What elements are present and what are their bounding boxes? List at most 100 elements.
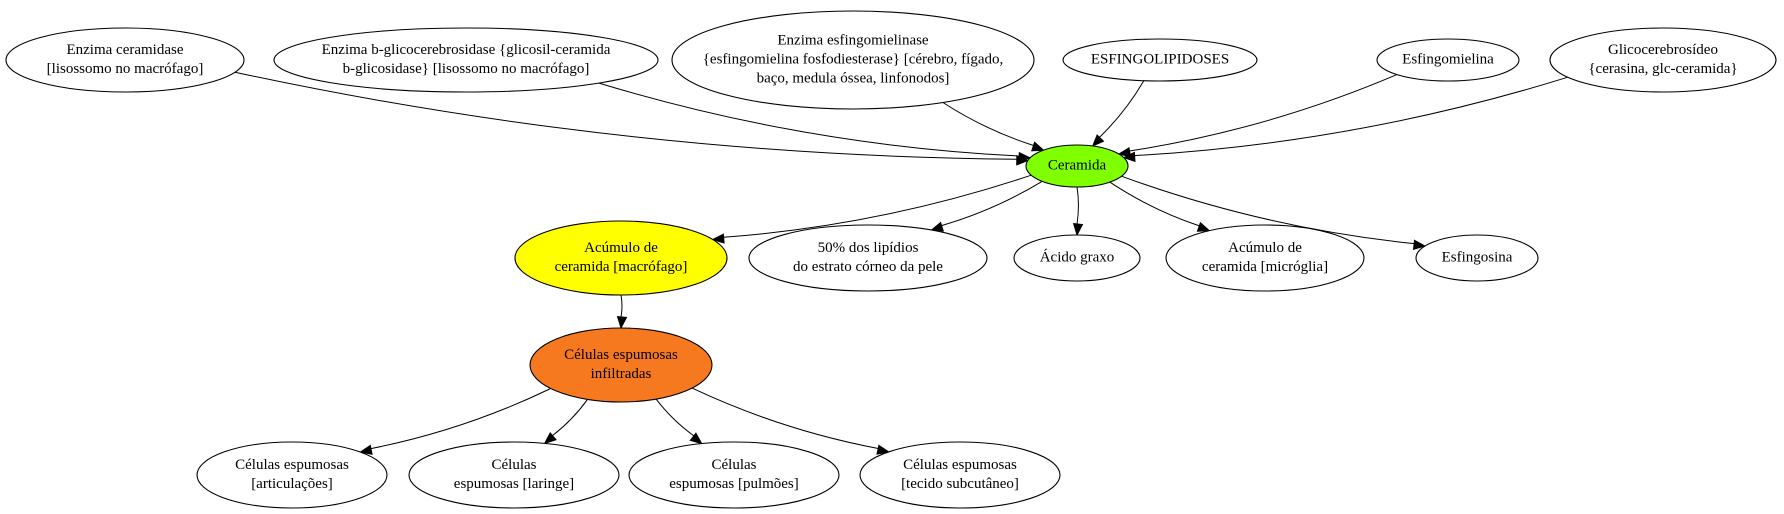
edge-arrowhead <box>711 233 725 244</box>
node-label-line: baço, medula óssea, linfonodos] <box>757 70 950 86</box>
node-label-line: Esfingomielina <box>1402 51 1494 67</box>
node-label-line: Células espumosas <box>564 347 678 363</box>
edge-arrowhead <box>616 316 628 330</box>
node-enzima-esfingomielinase: Enzima esfingomielinase {esfingomielina f… <box>671 10 1035 110</box>
edge-line <box>1076 186 1079 225</box>
node-label-line: Células <box>492 457 537 473</box>
node-label-line: [articulações] <box>251 476 333 492</box>
edges-layer <box>234 71 1568 455</box>
edge-esfingomielina-to-ceramida <box>1117 74 1398 158</box>
edge-arrowhead <box>1117 146 1132 158</box>
edge-line <box>370 388 551 450</box>
node-label-line: Glicocerebrosídeo <box>1608 42 1718 58</box>
node-ellipse <box>1062 38 1258 82</box>
edge-esfingolipidoses-to-ceramida <box>1091 80 1145 147</box>
edge-celulas_infiltradas-to-celulas_pulmoes <box>655 398 703 445</box>
edge-line <box>234 71 1017 160</box>
node-glicocerebrosideo: Glicocerebrosídeo {cerasina, glc-ceramida… <box>1549 27 1777 93</box>
node-ellipse <box>408 441 620 509</box>
node-ellipse <box>1549 27 1777 93</box>
node-acumulo-microglia: Acúmulo de ceramida [micróglia] <box>1165 224 1365 292</box>
node-label-line: Enzima b-glicocerebrosidase {glicosil-ce… <box>322 42 611 58</box>
node-label-line: ceramida [micróglia] <box>1202 259 1328 275</box>
node-label-line: Ceramida <box>1048 157 1107 173</box>
node-label-line: espumosas [laringe] <box>454 476 574 492</box>
node-label-line: ceramida [macrófago] <box>555 259 688 275</box>
node-label-line: ESFINGOLIPIDOSES <box>1091 51 1229 67</box>
edge-arrowhead <box>1196 221 1211 232</box>
node-esfingolipidoses: ESFINGOLIPIDOSES <box>1062 38 1258 82</box>
node-ellipse <box>5 27 245 93</box>
edge-line <box>598 82 1020 157</box>
node-label-line: Acúmulo de <box>1228 240 1302 256</box>
node-ellipse <box>1165 224 1365 292</box>
node-enzima-b-glico: Enzima b-glicocerebrosidase {glicosil-ce… <box>273 27 659 93</box>
edge-ceramida-to-acumulo_macrofago <box>711 174 1032 244</box>
nodes-layer: Enzima ceramidase [lisossomo no macrófago… <box>5 10 1777 509</box>
node-ellipse <box>1376 38 1520 82</box>
edge-line <box>620 294 623 318</box>
node-label-line: do estrato córneo da pele <box>793 259 943 275</box>
node-ellipse <box>859 441 1061 509</box>
edge-line <box>941 180 1043 227</box>
node-label-line: b-glicosidase} [lisossomo no macrófago] <box>343 61 590 77</box>
edge-celulas_infiltradas-to-celulas_articulacoes <box>359 388 551 455</box>
edge-arrowhead <box>359 444 373 455</box>
node-label-line: [tecido subcutâneo] <box>901 476 1019 492</box>
node-celulas-laringe: Células espumosas [laringe] <box>408 441 620 509</box>
edge-glicocerebrosideo-to-ceramida <box>1122 76 1568 163</box>
node-celulas-articulacoes: Células espumosas [articulações] <box>196 441 388 509</box>
edge-line <box>1134 76 1568 157</box>
edge-celulas_infiltradas-to-celulas_subcutaneo <box>691 387 890 455</box>
node-label-line: Ácido graxo <box>1040 248 1115 265</box>
node-label-line: Esfingosina <box>1442 249 1513 265</box>
node-label-line: Enzima ceramidase <box>66 42 183 58</box>
edge-line <box>655 398 695 437</box>
edge-arrowhead <box>689 432 703 445</box>
edge-arrowhead <box>1412 239 1427 250</box>
edge-ceramida-to-acumulo_microglia <box>1109 181 1211 232</box>
node-ellipse <box>748 224 988 292</box>
node-label-line: [lisossomo no macrófago] <box>47 61 204 77</box>
edge-arrowhead <box>1072 223 1084 237</box>
edge-arrowhead <box>876 444 890 455</box>
edge-arrowhead <box>1122 151 1136 163</box>
node-label-line: Células espumosas <box>235 457 349 473</box>
edge-arrowhead <box>543 432 557 445</box>
node-label-line: infiltradas <box>591 366 652 382</box>
node-label-line: Enzima esfingomielinase <box>777 32 929 48</box>
edge-arrowhead <box>1030 141 1045 152</box>
node-label-line: Células <box>712 457 757 473</box>
node-ellipse <box>1415 234 1539 282</box>
node-celulas-subcutaneo: Células espumosas [tecido subcutâneo] <box>859 441 1061 509</box>
node-ellipse <box>1025 144 1129 188</box>
node-label-line: 50% dos lipídios <box>818 240 919 256</box>
edge-ceramida-to-esfingosina <box>1121 175 1427 250</box>
node-label-line: {esfingomielina fosfodiesterase} [cérebr… <box>703 51 1004 67</box>
edge-line <box>1099 80 1145 138</box>
edge-line <box>723 174 1032 238</box>
node-esfingomielina: Esfingomielina <box>1376 38 1520 82</box>
node-label-line: {cerasina, glc-ceramida} <box>1588 61 1737 77</box>
node-esfingosina: Esfingosina <box>1415 234 1539 282</box>
edge-enzima_b_glico-to-ceramida <box>598 82 1032 163</box>
node-ellipse <box>514 220 728 296</box>
node-ellipse <box>529 327 713 403</box>
edge-line <box>1129 74 1398 152</box>
edge-line <box>942 102 1034 146</box>
node-label-line: Células espumosas <box>903 457 1017 473</box>
node-ellipse <box>273 27 659 93</box>
edge-line <box>1121 175 1415 245</box>
edge-line <box>1109 181 1200 227</box>
node-celulas-infiltradas: Células espumosas infiltradas <box>529 327 713 403</box>
node-ellipse <box>671 10 1035 110</box>
edge-line <box>691 387 879 449</box>
edge-celulas_infiltradas-to-celulas_laringe <box>543 399 588 445</box>
node-ceramida: Ceramida <box>1025 144 1129 188</box>
node-ellipse <box>628 441 840 509</box>
node-enzima-ceramidase: Enzima ceramidase [lisossomo no macrófago… <box>5 27 245 93</box>
edge-acumulo_macrofago-to-celulas_infiltradas <box>616 294 628 330</box>
